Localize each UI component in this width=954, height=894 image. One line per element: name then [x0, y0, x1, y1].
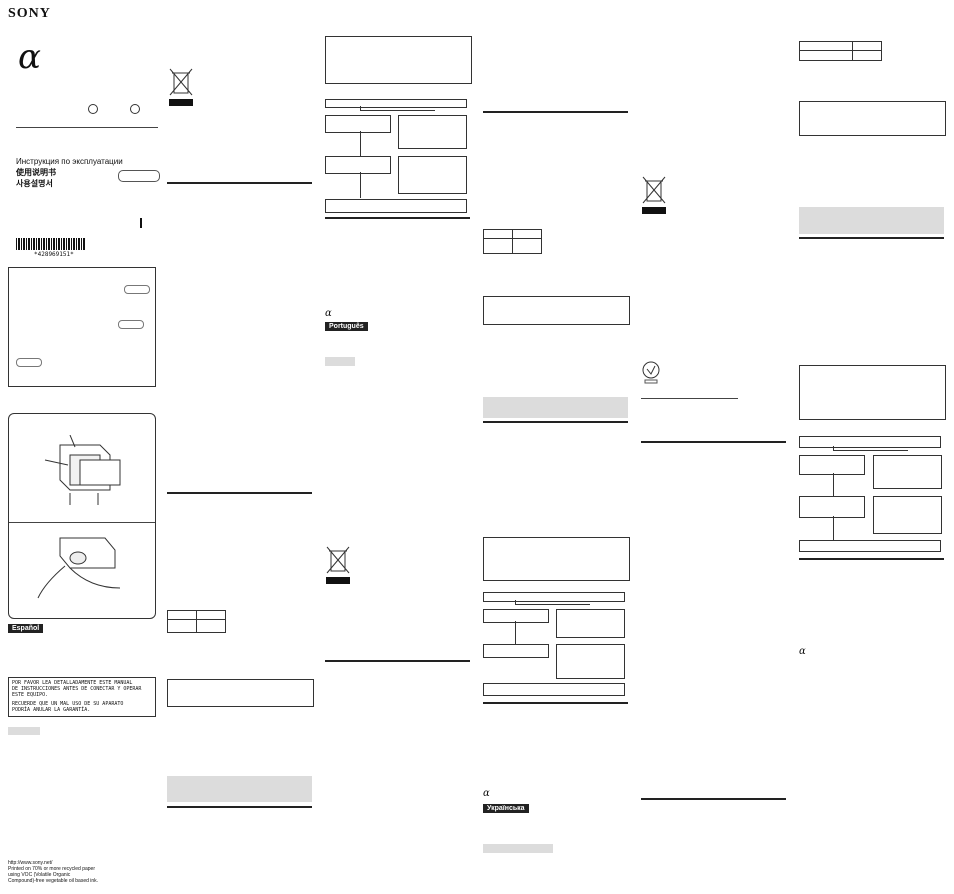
- flow-connector: [360, 172, 361, 198]
- alpha-logo-icon: α: [18, 37, 41, 77]
- flow-step: [873, 496, 942, 534]
- section-rule: [483, 111, 628, 113]
- flow-step: [556, 609, 625, 638]
- flow-connector: [515, 604, 590, 605]
- flow-footer: [799, 540, 941, 552]
- gray-block: [483, 844, 553, 853]
- flow-header: [483, 592, 625, 602]
- section-rule: [167, 806, 312, 808]
- infolithium-icon-1: [124, 285, 150, 294]
- recycle-bin-crossed-icon: [325, 545, 351, 585]
- flow-connector: [833, 450, 908, 451]
- barcode-text: *428969151*: [34, 251, 74, 258]
- lang-tag-portuguese: Português: [325, 322, 368, 331]
- infolithium-logo: [118, 170, 160, 182]
- flow-step: [556, 644, 625, 679]
- warning-box: [8, 677, 156, 717]
- gray-block: [325, 357, 355, 366]
- warning-text: POR FAVOR LEA DETALLADAMENTE ESTE MANUAL…: [12, 680, 154, 713]
- divider: [641, 398, 738, 399]
- lang-tag-ukrainian: Українська: [483, 804, 529, 813]
- note-box: [799, 101, 946, 136]
- small-circle-icon: [88, 104, 98, 114]
- warning-line-3: ESTE EQUIPO.: [12, 692, 49, 698]
- note-box: [325, 36, 472, 84]
- note-box: [483, 537, 630, 581]
- recycle-bin-crossed-icon: [168, 67, 194, 107]
- flow-connector: [360, 106, 361, 111]
- infolithium-icon-3: [16, 358, 42, 367]
- warning-line-1: POR FAVOR LEA DETALLADAMENTE ESTE MANUAL: [12, 680, 133, 686]
- section-rule: [167, 492, 312, 494]
- flow-step: [799, 496, 865, 518]
- title-korean: 사용설명서: [16, 179, 53, 188]
- section-rule: [325, 660, 470, 662]
- flow-step: [873, 455, 942, 489]
- flow-connector: [833, 516, 834, 540]
- flow-connector: [515, 600, 516, 605]
- alpha-logo-small: α: [799, 646, 806, 657]
- flow-step: [325, 156, 391, 174]
- flow-step: [483, 644, 549, 658]
- infolithium-icon-2: [118, 320, 144, 329]
- warning-line-4: RECUERDE QUE UN MAL USO DE SU APARATO: [12, 701, 124, 707]
- title-chinese: 使用说明书: [16, 168, 56, 177]
- header-rule: [16, 127, 158, 128]
- footer-line-1: Printed on 70% or more recycled paper: [8, 866, 95, 872]
- section-rule: [799, 558, 944, 560]
- flow-step: [325, 115, 391, 133]
- alpha-logo-small: α: [483, 788, 490, 799]
- section-rule: [483, 702, 628, 704]
- battery-charger-icon: [40, 434, 130, 520]
- section-rule: [641, 441, 786, 443]
- flow-footer: [483, 683, 625, 696]
- flow-connector: [515, 621, 516, 644]
- spec-table: [799, 41, 882, 61]
- warning-line-2: DE INSTRUCCIONES ANTES DE CONECTAR Y OPE…: [12, 686, 142, 692]
- footer-url: http://www.sony.net/: [8, 860, 53, 866]
- flow-step: [398, 115, 467, 149]
- warning-line-5: PODRÍA ANULAR LA GARANTÍA.: [12, 707, 91, 713]
- gray-panel: [799, 207, 944, 234]
- spec-table: [483, 229, 542, 254]
- flow-connector: [360, 110, 435, 111]
- flow-footer: [325, 199, 467, 213]
- lang-tag-spanish: Español: [8, 624, 44, 633]
- gray-block: [8, 727, 40, 735]
- note-box: [167, 679, 314, 707]
- section-rule: [483, 421, 628, 423]
- note-box: [483, 296, 630, 325]
- section-rule: [325, 217, 470, 219]
- flow-connector: [360, 131, 361, 156]
- flow-step: [799, 455, 865, 475]
- alpha-logo-small: α: [325, 308, 332, 319]
- illustration-divider: [9, 522, 155, 523]
- gray-panel: [167, 776, 312, 802]
- footer-line-3: Compound)-free vegetable oil based ink.: [8, 878, 99, 884]
- sony-logo: SONY: [8, 6, 51, 21]
- flow-header: [325, 99, 467, 108]
- charger-with-cord-icon: [30, 528, 130, 605]
- gray-panel: [483, 397, 628, 418]
- section-rule: [641, 798, 786, 800]
- title-russian: Инструкция по эксплуатации: [16, 157, 123, 166]
- flow-connector: [833, 473, 834, 496]
- footer: http://www.sony.net/ Printed on 70% or m…: [8, 860, 98, 884]
- flow-connector: [833, 446, 834, 451]
- flow-step: [483, 609, 549, 623]
- spec-table: [167, 610, 226, 633]
- flow-header: [799, 436, 941, 448]
- section-rule: [167, 182, 312, 184]
- marker-bar: [140, 218, 142, 228]
- footer-line-2: using VOC (Volatile Organic: [8, 872, 71, 878]
- small-circle-icon-2: [130, 104, 140, 114]
- barcode: [16, 238, 86, 250]
- info-box: [8, 267, 156, 387]
- flow-step: [398, 156, 467, 194]
- recycle-mark-icon: [641, 361, 661, 390]
- section-rule: [799, 237, 944, 239]
- note-box: [799, 365, 946, 420]
- recycle-bin-crossed-icon: [641, 175, 667, 215]
